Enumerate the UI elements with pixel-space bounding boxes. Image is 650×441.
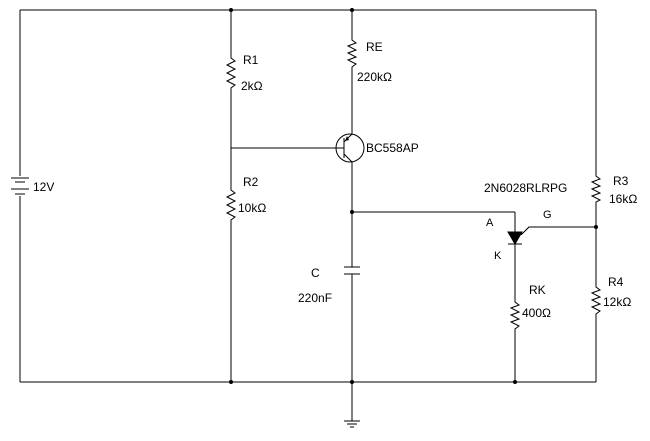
re-value-label: 220kΩ xyxy=(357,70,392,84)
r1-value-label: 2kΩ xyxy=(241,79,263,93)
r3-name-label: R3 xyxy=(613,174,629,188)
junction-dot xyxy=(350,380,354,384)
transistor-part-label: BC558AP xyxy=(366,141,419,155)
scr-gate-pin-label: G xyxy=(543,209,552,221)
junction-dot xyxy=(350,210,354,214)
scr-part-label: 2N6028RLRPG xyxy=(484,181,567,195)
scr-symbol xyxy=(507,231,523,245)
re-name-label: RE xyxy=(366,40,383,54)
r1-name-label: R1 xyxy=(243,53,259,67)
resistor-re-symbol xyxy=(346,36,358,70)
capacitor-name-label: C xyxy=(311,266,320,280)
junction-dot xyxy=(513,380,517,384)
capacitor-value-label: 220nF xyxy=(298,291,332,305)
r2-value-label: 10kΩ xyxy=(238,201,266,215)
resistor-rk-symbol xyxy=(509,298,521,332)
resistor-r1-symbol xyxy=(225,54,237,94)
junction-dot xyxy=(350,8,354,12)
scr-anode-pin-label: A xyxy=(486,217,494,229)
r2-name-label: R2 xyxy=(243,175,259,189)
r4-name-label: R4 xyxy=(608,275,624,289)
capacitor-symbol xyxy=(344,266,360,275)
scr-cathode-pin-label: K xyxy=(494,250,502,262)
ground-icon xyxy=(344,420,360,428)
resistor-r2-symbol xyxy=(225,186,237,226)
resistor-r3-symbol xyxy=(590,172,602,204)
resistor-r4-symbol xyxy=(590,283,602,317)
junction-dots xyxy=(229,8,598,384)
junction-dot xyxy=(229,380,233,384)
r3-value-label: 16kΩ xyxy=(609,192,637,206)
rk-name-label: RK xyxy=(529,283,546,297)
rk-value-label: 400Ω xyxy=(522,306,551,320)
battery-label: 12V xyxy=(33,180,54,194)
r4-value-label: 12kΩ xyxy=(603,295,631,309)
wires xyxy=(19,9,597,421)
pnp-transistor-symbol xyxy=(335,130,365,166)
junction-dot xyxy=(594,225,598,229)
battery-symbol xyxy=(11,177,29,195)
junction-dot xyxy=(229,8,233,12)
